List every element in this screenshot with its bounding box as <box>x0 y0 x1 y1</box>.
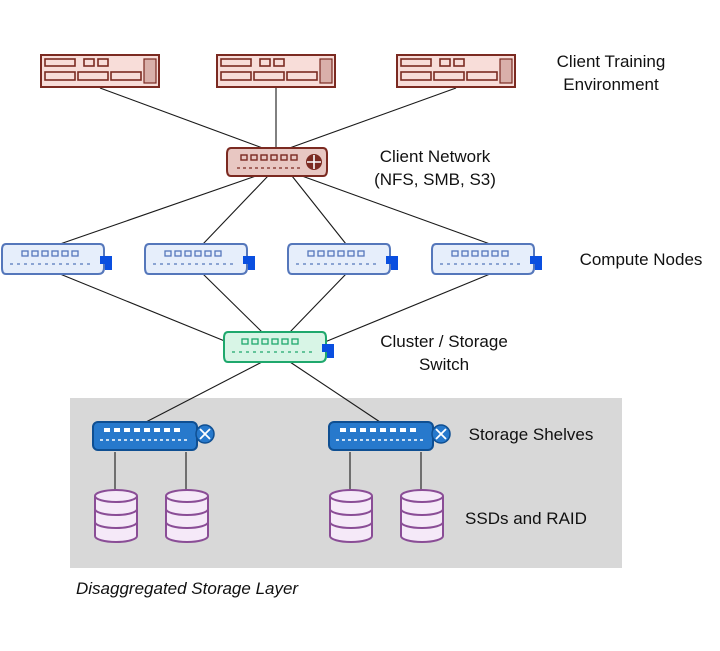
network-switch-icon <box>226 147 328 177</box>
client-server-icon <box>396 54 516 88</box>
client-network-label-line2: (NFS, SMB, S3) <box>374 170 496 189</box>
ssds-raid-label: SSDs and RAID <box>465 509 587 528</box>
compute-node-icon <box>1 243 113 275</box>
client-training-label-line1: Client Training <box>557 52 666 71</box>
compute-node-icon <box>144 243 256 275</box>
cluster-switch-label-line1: Cluster / Storage <box>380 332 508 351</box>
ssd-disk-icon <box>165 489 209 543</box>
ssd-disk-icon <box>94 489 138 543</box>
storage-shelf-icon <box>92 421 215 451</box>
compute-nodes-label: Compute Nodes <box>580 250 703 269</box>
cluster-switch-label-line2: Switch <box>419 355 469 374</box>
storage-shelves-label: Storage Shelves <box>469 425 594 444</box>
ssd-disk-icon <box>329 489 373 543</box>
client-server-icon <box>216 54 336 88</box>
storage-shelf-icon <box>328 421 451 451</box>
connection-lines <box>59 87 491 492</box>
compute-node-icon <box>431 243 543 275</box>
ssd-disk-icon <box>400 489 444 543</box>
storage-layer-label: Disaggregated Storage Layer <box>76 579 299 598</box>
cluster-switch-icon <box>223 331 335 363</box>
client-training-label-line2: Environment <box>563 75 659 94</box>
client-server-icon <box>40 54 160 88</box>
client-network-label-line1: Client Network <box>380 147 491 166</box>
compute-node-icon <box>287 243 399 275</box>
